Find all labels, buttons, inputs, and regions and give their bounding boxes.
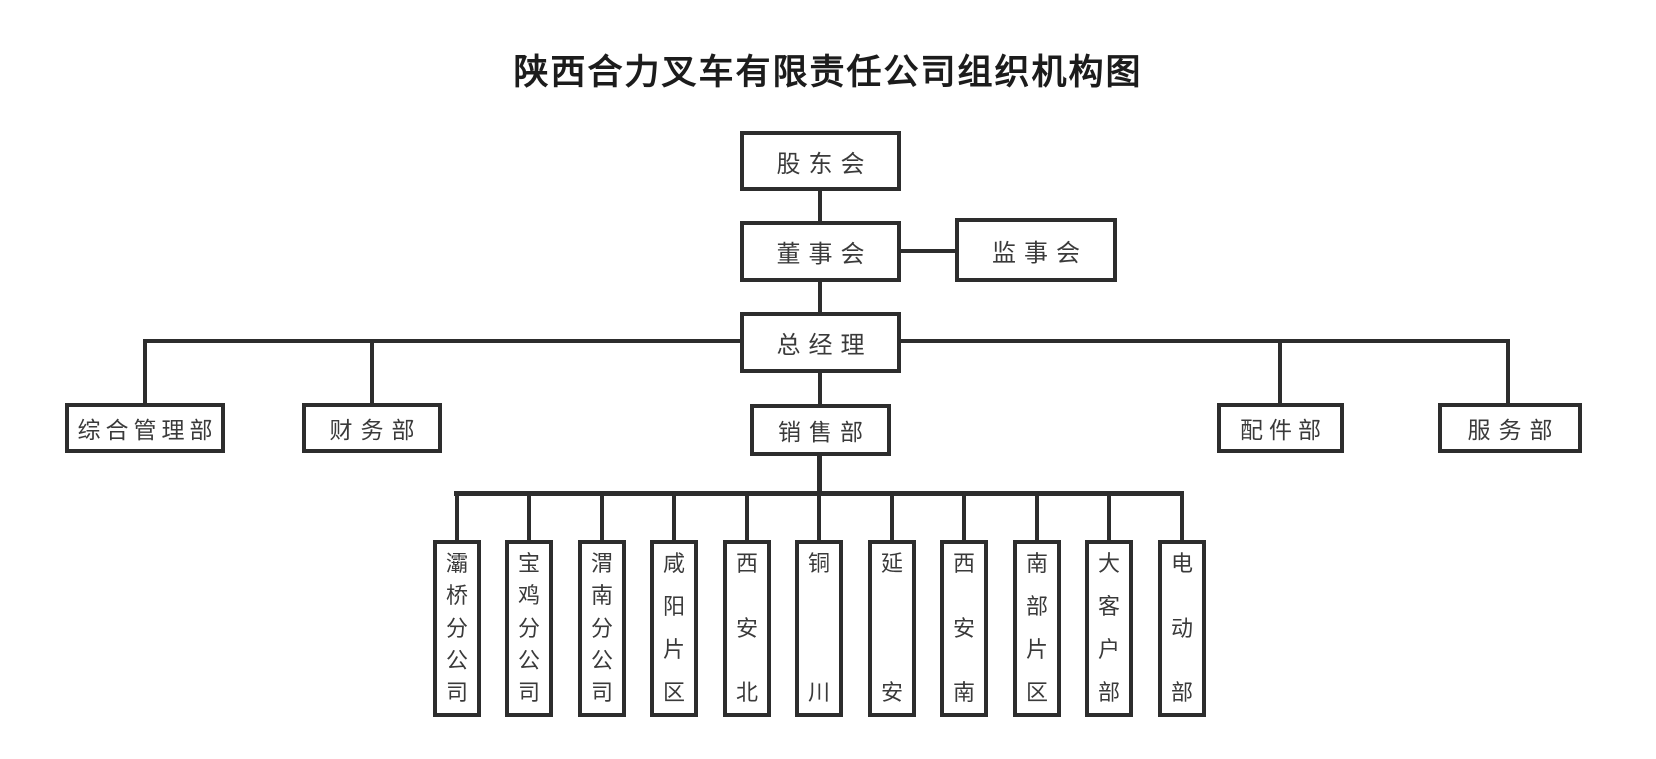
branch-line-left (143, 339, 742, 343)
org-box-supervisory: 监事会 (955, 218, 1117, 282)
drop-finance (370, 339, 374, 403)
branch-box-char: 川 (807, 680, 830, 705)
branch-box-char: 电 (1170, 551, 1193, 576)
branch-box-char: 西 (735, 551, 758, 576)
drop-branch-5 (817, 491, 821, 540)
branch-box: 南部片区 (1013, 540, 1061, 717)
branch-box-char: 渭 (590, 551, 613, 576)
org-box-dept-admin: 综合管理部 (65, 403, 225, 453)
org-box-dept-service: 服务部 (1438, 403, 1582, 453)
branch-box: 大客户部 (1085, 540, 1133, 717)
drop-parts (1278, 339, 1282, 403)
org-box-gm: 总经理 (740, 312, 901, 373)
org-box-dept-finance: 财务部 (302, 403, 442, 453)
branch-box-char: 司 (517, 680, 540, 705)
branch-box-char: 安 (880, 680, 903, 705)
drop-service (1506, 339, 1510, 403)
drop-branch-3 (672, 491, 676, 540)
branch-box-char: 鸡 (517, 583, 540, 609)
branch-box-char: 南 (952, 680, 975, 705)
drop-admin (143, 339, 147, 403)
branch-box-char: 安 (735, 615, 758, 641)
branch-box-char: 宝 (517, 551, 540, 576)
branch-box-char: 片 (1025, 637, 1048, 662)
drop-branch-4 (745, 491, 749, 540)
branch-box: 西安北 (723, 540, 771, 717)
branch-box: 铜川 (795, 540, 843, 717)
branch-box-char: 西 (952, 551, 975, 576)
branch-box-char: 部 (1170, 680, 1193, 705)
drop-branch-8 (1035, 491, 1039, 540)
branch-box-char: 大 (1097, 551, 1120, 576)
branch-box-char: 公 (445, 647, 468, 673)
org-box-dept-sales: 销售部 (750, 404, 891, 456)
connector-board-gm (818, 282, 822, 312)
org-box-board: 董事会 (740, 221, 901, 282)
branch-box-char: 延 (880, 551, 903, 576)
drop-branch-2 (600, 491, 604, 540)
connector-shareholders-board (818, 191, 822, 221)
drop-branch-10 (1180, 491, 1184, 540)
branch-box-char: 灞 (445, 551, 468, 576)
branch-box-char: 咸 (662, 551, 685, 576)
branch-box: 灞桥分公司 (433, 540, 481, 717)
branch-box-char: 桥 (445, 583, 468, 609)
branch-box-char: 北 (735, 680, 758, 705)
branch-box-char: 部 (1025, 594, 1048, 619)
chart-title: 陕西合力叉车有限责任公司组织机构图 (513, 53, 1143, 92)
branch-box-char: 司 (445, 680, 468, 705)
branch-box-char: 公 (517, 647, 540, 673)
branch-box-char: 安 (952, 615, 975, 641)
branch-box-char: 区 (1025, 680, 1048, 705)
branch-box-char: 分 (517, 615, 540, 641)
branch-box-char: 部 (1097, 680, 1120, 705)
branch-line-right (899, 339, 1510, 343)
branch-box-char: 动 (1170, 615, 1193, 641)
branch-box: 咸阳片区 (650, 540, 698, 717)
connector-board-supervisory (899, 249, 956, 253)
branch-box-char: 分 (445, 615, 468, 641)
drop-branch-7 (962, 491, 966, 540)
org-box-dept-parts: 配件部 (1217, 403, 1344, 453)
branch-box-char: 区 (662, 680, 685, 705)
drop-branch-0 (455, 491, 459, 540)
branch-box-char: 司 (590, 680, 613, 705)
branch-box-char: 阳 (662, 594, 685, 619)
branch-box-char: 分 (590, 615, 613, 641)
connector-gm-sales (818, 371, 822, 404)
drop-branch-9 (1107, 491, 1111, 540)
branch-box: 延安 (868, 540, 916, 717)
connector-sales-bus (817, 454, 822, 492)
branch-box-char: 客 (1097, 594, 1120, 619)
drop-branch-1 (527, 491, 531, 540)
drop-branch-6 (890, 491, 894, 540)
org-box-shareholders: 股东会 (740, 131, 901, 191)
branch-box: 电动部 (1158, 540, 1206, 717)
branch-box-char: 公 (590, 647, 613, 673)
branch-box-char: 片 (662, 637, 685, 662)
branch-box-char: 南 (1025, 551, 1048, 576)
branch-box-char: 户 (1097, 637, 1120, 662)
branch-box: 西安南 (940, 540, 988, 717)
branch-box-char: 南 (590, 583, 613, 609)
branch-box: 渭南分公司 (578, 540, 626, 717)
branch-box: 宝鸡分公司 (505, 540, 553, 717)
branch-box-char: 铜 (807, 551, 830, 576)
